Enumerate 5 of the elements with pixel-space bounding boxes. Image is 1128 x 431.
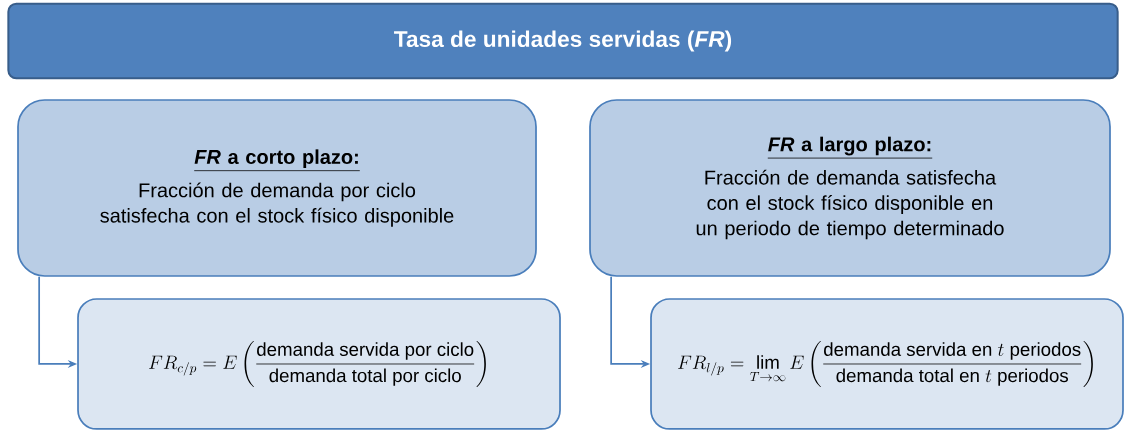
definition-box: FR a largo plazo: Fracción de demanda satisfecha con el stock físico disponible en un periodo de tiempo determinado [589,99,1111,277]
title-banner: Tasa de unidades servidas (FR) [7,2,1119,80]
formula-box: $FR_{c/p}=E\left(\frac{\text{demanda servida por ciclo}}{\text{demanda total por ciclo}}\right)$ [77,298,561,430]
definition-box: FR a corto plazo: Fracción de demanda por ciclo satisfecha con el stock físico disponible [17,99,537,277]
formula-box: $FR_{l/p}=\lim_{T\to\infty}E\left(\frac{\text{demanda servida en $t$ periodos}}{\text{demanda total en $t$ periodos}}\right)$ [650,298,1124,430]
